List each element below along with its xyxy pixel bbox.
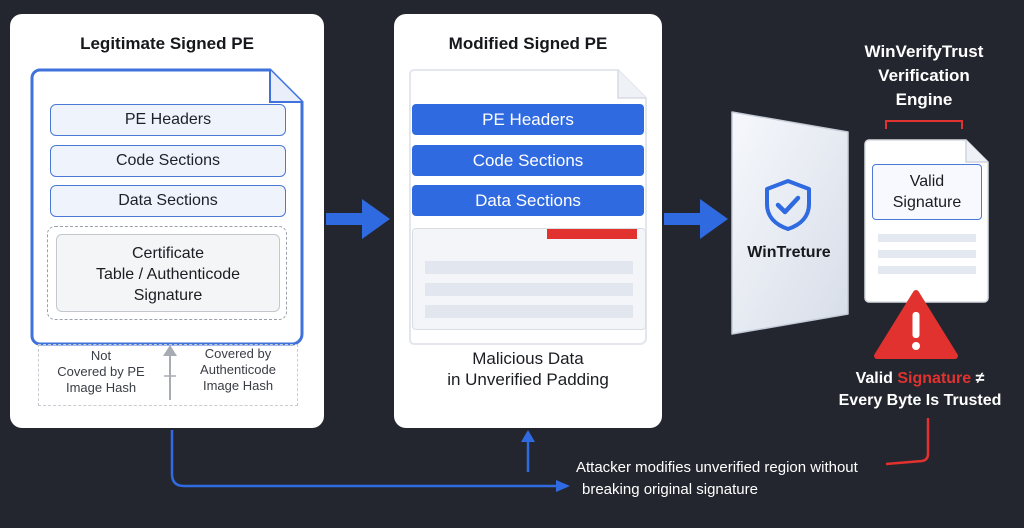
legit-pe-title: Legitimate Signed PE (80, 34, 254, 53)
wintreture-panel (731, 111, 849, 335)
arrow-right-icon (664, 199, 728, 239)
signature-highlight: Signature (897, 370, 972, 387)
certificate-line-3: Signature (133, 287, 203, 304)
engine-bracket (885, 120, 963, 129)
padding-line (425, 261, 633, 274)
engine-title: WinVerifyTrust Verification Engine (864, 42, 984, 109)
modified-code-sections: Code Sections (412, 145, 644, 176)
covered-label: Covered by Authenticode Image Hash (200, 346, 276, 393)
modified-data-sections: Data Sections (412, 185, 644, 216)
valid-signature-document (864, 139, 989, 303)
attack-flow-arrow (170, 430, 570, 492)
padding-line (425, 305, 633, 318)
certificate-line-2: Table / Authenticode (95, 266, 241, 283)
modified-pe-headers: PE Headers (412, 104, 644, 135)
warning-statement: Valid Signature ≠ Every Byte Is Trusted (838, 370, 1002, 409)
hash-coverage-legend (38, 344, 298, 406)
legit-data-sections: Data Sections (50, 185, 286, 217)
warning-icon (874, 290, 958, 359)
certificate-line-1: Certificate (131, 245, 205, 262)
modified-pe-title: Modified Signed PE (448, 34, 608, 53)
wintreture-label: WinTreture (747, 244, 831, 261)
arrow-right-icon (326, 199, 390, 239)
shield-check-icon (765, 179, 811, 231)
legit-code-sections: Code Sections (50, 145, 286, 177)
certificate-table-box: Certificate Table / Authenticode Signatu… (56, 234, 280, 312)
padding-line (425, 283, 633, 296)
modified-pe-card: Modified Signed PE PE Headers Code Secti… (394, 14, 662, 428)
not-covered-label: Not Covered by PE Image Hash (57, 348, 145, 395)
legit-pe-headers: PE Headers (50, 104, 286, 136)
certificate-dashed-region (47, 226, 287, 320)
malicious-data-label: Malicious Data in Unverified Padding (447, 349, 609, 389)
attacker-note: Attacker modifies unverified region with… (576, 459, 858, 498)
valid-signature-box: Valid Signature (872, 164, 982, 220)
unverified-padding-region (412, 228, 646, 330)
red-connector (885, 418, 930, 466)
coverage-divider-arrow-icon (163, 345, 177, 400)
tamper-marker (547, 229, 637, 239)
up-arrow-icon (521, 430, 535, 472)
legit-pe-card: Legitimate Signed PE PE Headers Code Sec… (10, 14, 324, 428)
